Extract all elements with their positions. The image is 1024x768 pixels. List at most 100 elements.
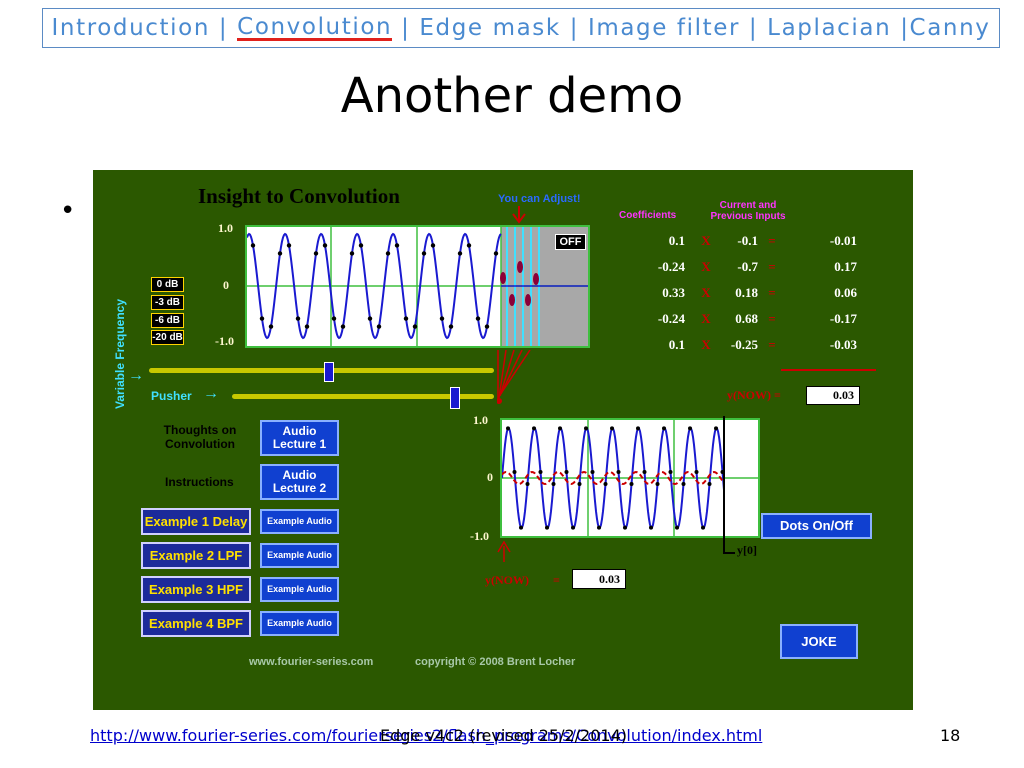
coef-row-1-coef: 0.1	[668, 233, 685, 248]
input-sample-dot	[304, 324, 310, 329]
input-sample-dot	[484, 324, 490, 329]
nav-canny[interactable]: Canny	[909, 15, 991, 41]
input-sample-dot	[358, 243, 364, 248]
coef-row-4-input: 0.68	[735, 311, 758, 326]
output-sample-dot	[649, 525, 653, 530]
nav-laplacian[interactable]: Laplacian	[767, 15, 892, 41]
output-sample-dot	[551, 482, 556, 486]
audio-lecture-2-button[interactable]: Audio Lecture 2	[260, 464, 339, 500]
dots-toggle-button[interactable]: Dots On/Off	[761, 513, 872, 539]
output-sample-dot	[655, 482, 660, 486]
coef-row-3-result: 0.06	[834, 285, 857, 300]
output-sample-dot	[512, 470, 517, 474]
db-minus6-button[interactable]: -6 dB	[151, 313, 184, 328]
source-link[interactable]: http://www.fourier-series.com/fourierser…	[90, 726, 763, 745]
y0-label: y[0]	[737, 543, 757, 557]
axis-bottom-label: -1.0	[215, 334, 234, 348]
copyright-label: copyright © 2008 Brent Locher	[415, 656, 576, 668]
nav-convolution[interactable]: Convolution	[237, 13, 393, 41]
nav-edge-mask[interactable]: Edge mask	[419, 15, 561, 41]
db-minus20-button[interactable]: -20 dB	[151, 330, 184, 345]
out-axis-mid-label: 0	[487, 470, 493, 484]
inputs-header: Current and Previous Inputs	[710, 200, 786, 222]
coef-row-5-eq: =	[768, 337, 776, 352]
input-sample-dot	[295, 316, 301, 321]
output-sample-dot	[668, 470, 673, 474]
db-minus3-button[interactable]: -3 dB	[151, 295, 184, 310]
example-4-button[interactable]: Example 4 BPF	[141, 610, 251, 637]
example-3-button[interactable]: Example 3 HPF	[141, 576, 251, 603]
coef-row-5-x: X	[701, 337, 711, 352]
input-sample-dot	[448, 324, 454, 329]
coef-row-3-input: 0.18	[735, 285, 758, 300]
slide-title: Another demo	[340, 68, 684, 124]
off-button[interactable]: OFF	[555, 234, 586, 250]
output-sample-dot	[584, 426, 588, 431]
example-1-button[interactable]: Example 1 Delay	[141, 508, 251, 535]
input-signal-graph: OFF	[245, 225, 590, 348]
demo-title: Insight to Convolution	[198, 184, 400, 208]
example-1-audio-button[interactable]: Example Audio	[260, 509, 339, 534]
joke-button[interactable]: JOKE	[780, 624, 858, 659]
output-sample-dot	[623, 525, 627, 530]
output-sample-dot	[597, 525, 601, 530]
input-sample-dot	[493, 251, 499, 256]
audio-lecture-1-button[interactable]: Audio Lecture 1	[260, 420, 339, 456]
output-sample-dot	[694, 470, 699, 474]
frequency-slider-track[interactable]	[149, 368, 494, 373]
input-sample-dot	[394, 243, 400, 248]
thoughts-label: Thoughts on Convolution	[163, 423, 237, 451]
input-sample-dot	[421, 251, 427, 256]
example-3-audio-button[interactable]: Example Audio	[260, 577, 339, 602]
coef-row-4-x: X	[701, 311, 711, 326]
bullet-marker: •	[60, 196, 76, 226]
output-sample-dot	[519, 525, 523, 530]
input-sample-dot	[403, 316, 409, 321]
coef-row-4-coef: -0.24	[657, 311, 685, 326]
pusher-slider-track[interactable]	[232, 394, 494, 399]
output-sample-dot	[558, 426, 562, 431]
input-sample-dot	[466, 243, 472, 248]
input-sample-dot	[376, 324, 382, 329]
output-sample-dot	[636, 426, 640, 431]
output-sample-dot	[610, 426, 614, 431]
input-sample-dot	[286, 243, 292, 248]
coef-row-1-eq: =	[768, 233, 776, 248]
pusher-slider-thumb[interactable]	[450, 387, 460, 409]
coef-row-4-eq: =	[768, 311, 776, 326]
nav-introduction[interactable]: Introduction	[51, 15, 210, 41]
output-sample-dot	[616, 470, 621, 474]
ynow-value: 0.03	[806, 386, 860, 405]
y0-marker-tick	[723, 552, 735, 554]
example-2-button[interactable]: Example 2 LPF	[141, 542, 251, 569]
output-sample-dot	[681, 482, 686, 486]
coef-row-5-coef: 0.1	[668, 337, 685, 352]
convolution-demo[interactable]: Insight to Convolution You can Adjust! C…	[93, 170, 913, 710]
section-nav: Introduction | Convolution | Edge mask |…	[42, 8, 1000, 48]
axis-top-label: 1.0	[218, 221, 233, 235]
coef-row-1-input: -0.1	[737, 233, 758, 248]
coef-row-3-eq: =	[768, 285, 776, 300]
output-sample-dot	[590, 470, 595, 474]
instructions-label: Instructions	[165, 475, 234, 489]
output-sample-dot	[577, 482, 582, 486]
coef-row-5-result: -0.03	[829, 337, 857, 352]
tap-sum-lines	[497, 350, 531, 404]
input-sample-dot	[340, 324, 346, 329]
output-sample-dot	[564, 470, 569, 474]
db-0-button[interactable]: 0 dB	[151, 277, 184, 292]
output-arrow-icon	[497, 540, 511, 562]
output-sample-dot	[603, 482, 608, 486]
frequency-slider-thumb[interactable]	[324, 362, 334, 382]
ynow-label-2: y(NOW)	[485, 573, 529, 587]
example-2-audio-button[interactable]: Example Audio	[260, 543, 339, 568]
coef-row-2-x: X	[701, 259, 711, 274]
nav-image-filter[interactable]: Image filter	[587, 15, 740, 41]
example-4-audio-button[interactable]: Example Audio	[260, 611, 339, 636]
coef-row-1-x: X	[701, 233, 711, 248]
input-sample-dot	[457, 251, 463, 256]
input-sample-dot	[439, 316, 445, 321]
input-sample-dot	[331, 316, 337, 321]
coef-row-5-input: -0.25	[730, 337, 758, 352]
coef-row-2-result: 0.17	[834, 259, 857, 274]
